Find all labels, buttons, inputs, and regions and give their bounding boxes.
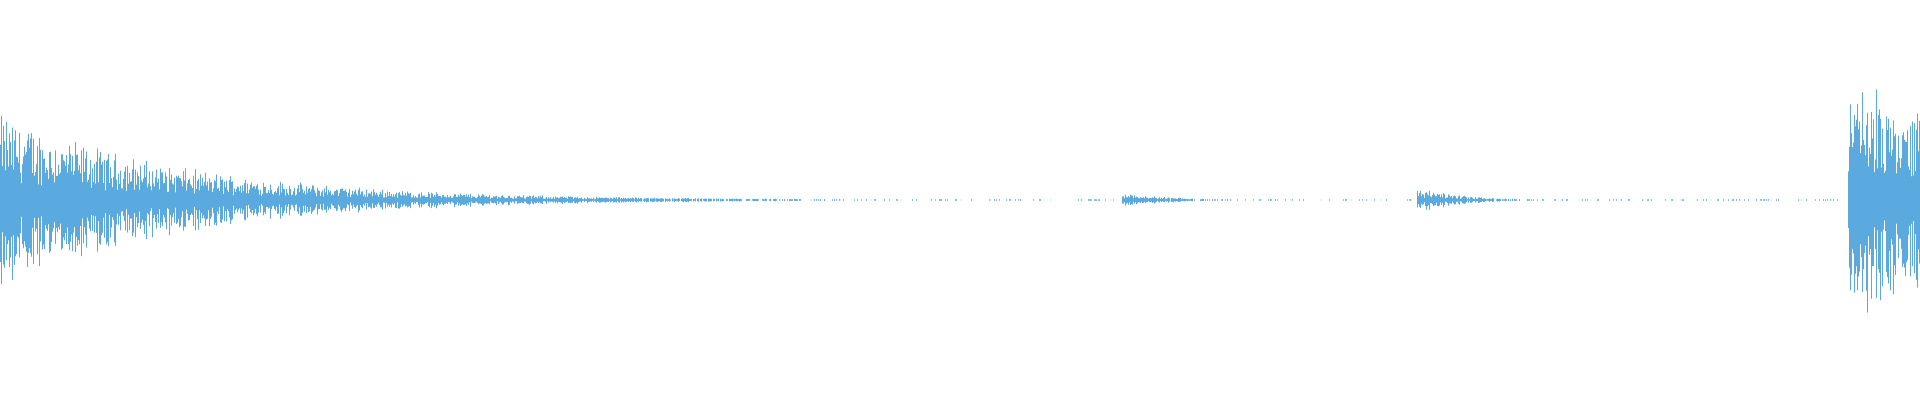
- waveform-path: [0, 89, 1920, 313]
- waveform-trace: [0, 89, 1920, 313]
